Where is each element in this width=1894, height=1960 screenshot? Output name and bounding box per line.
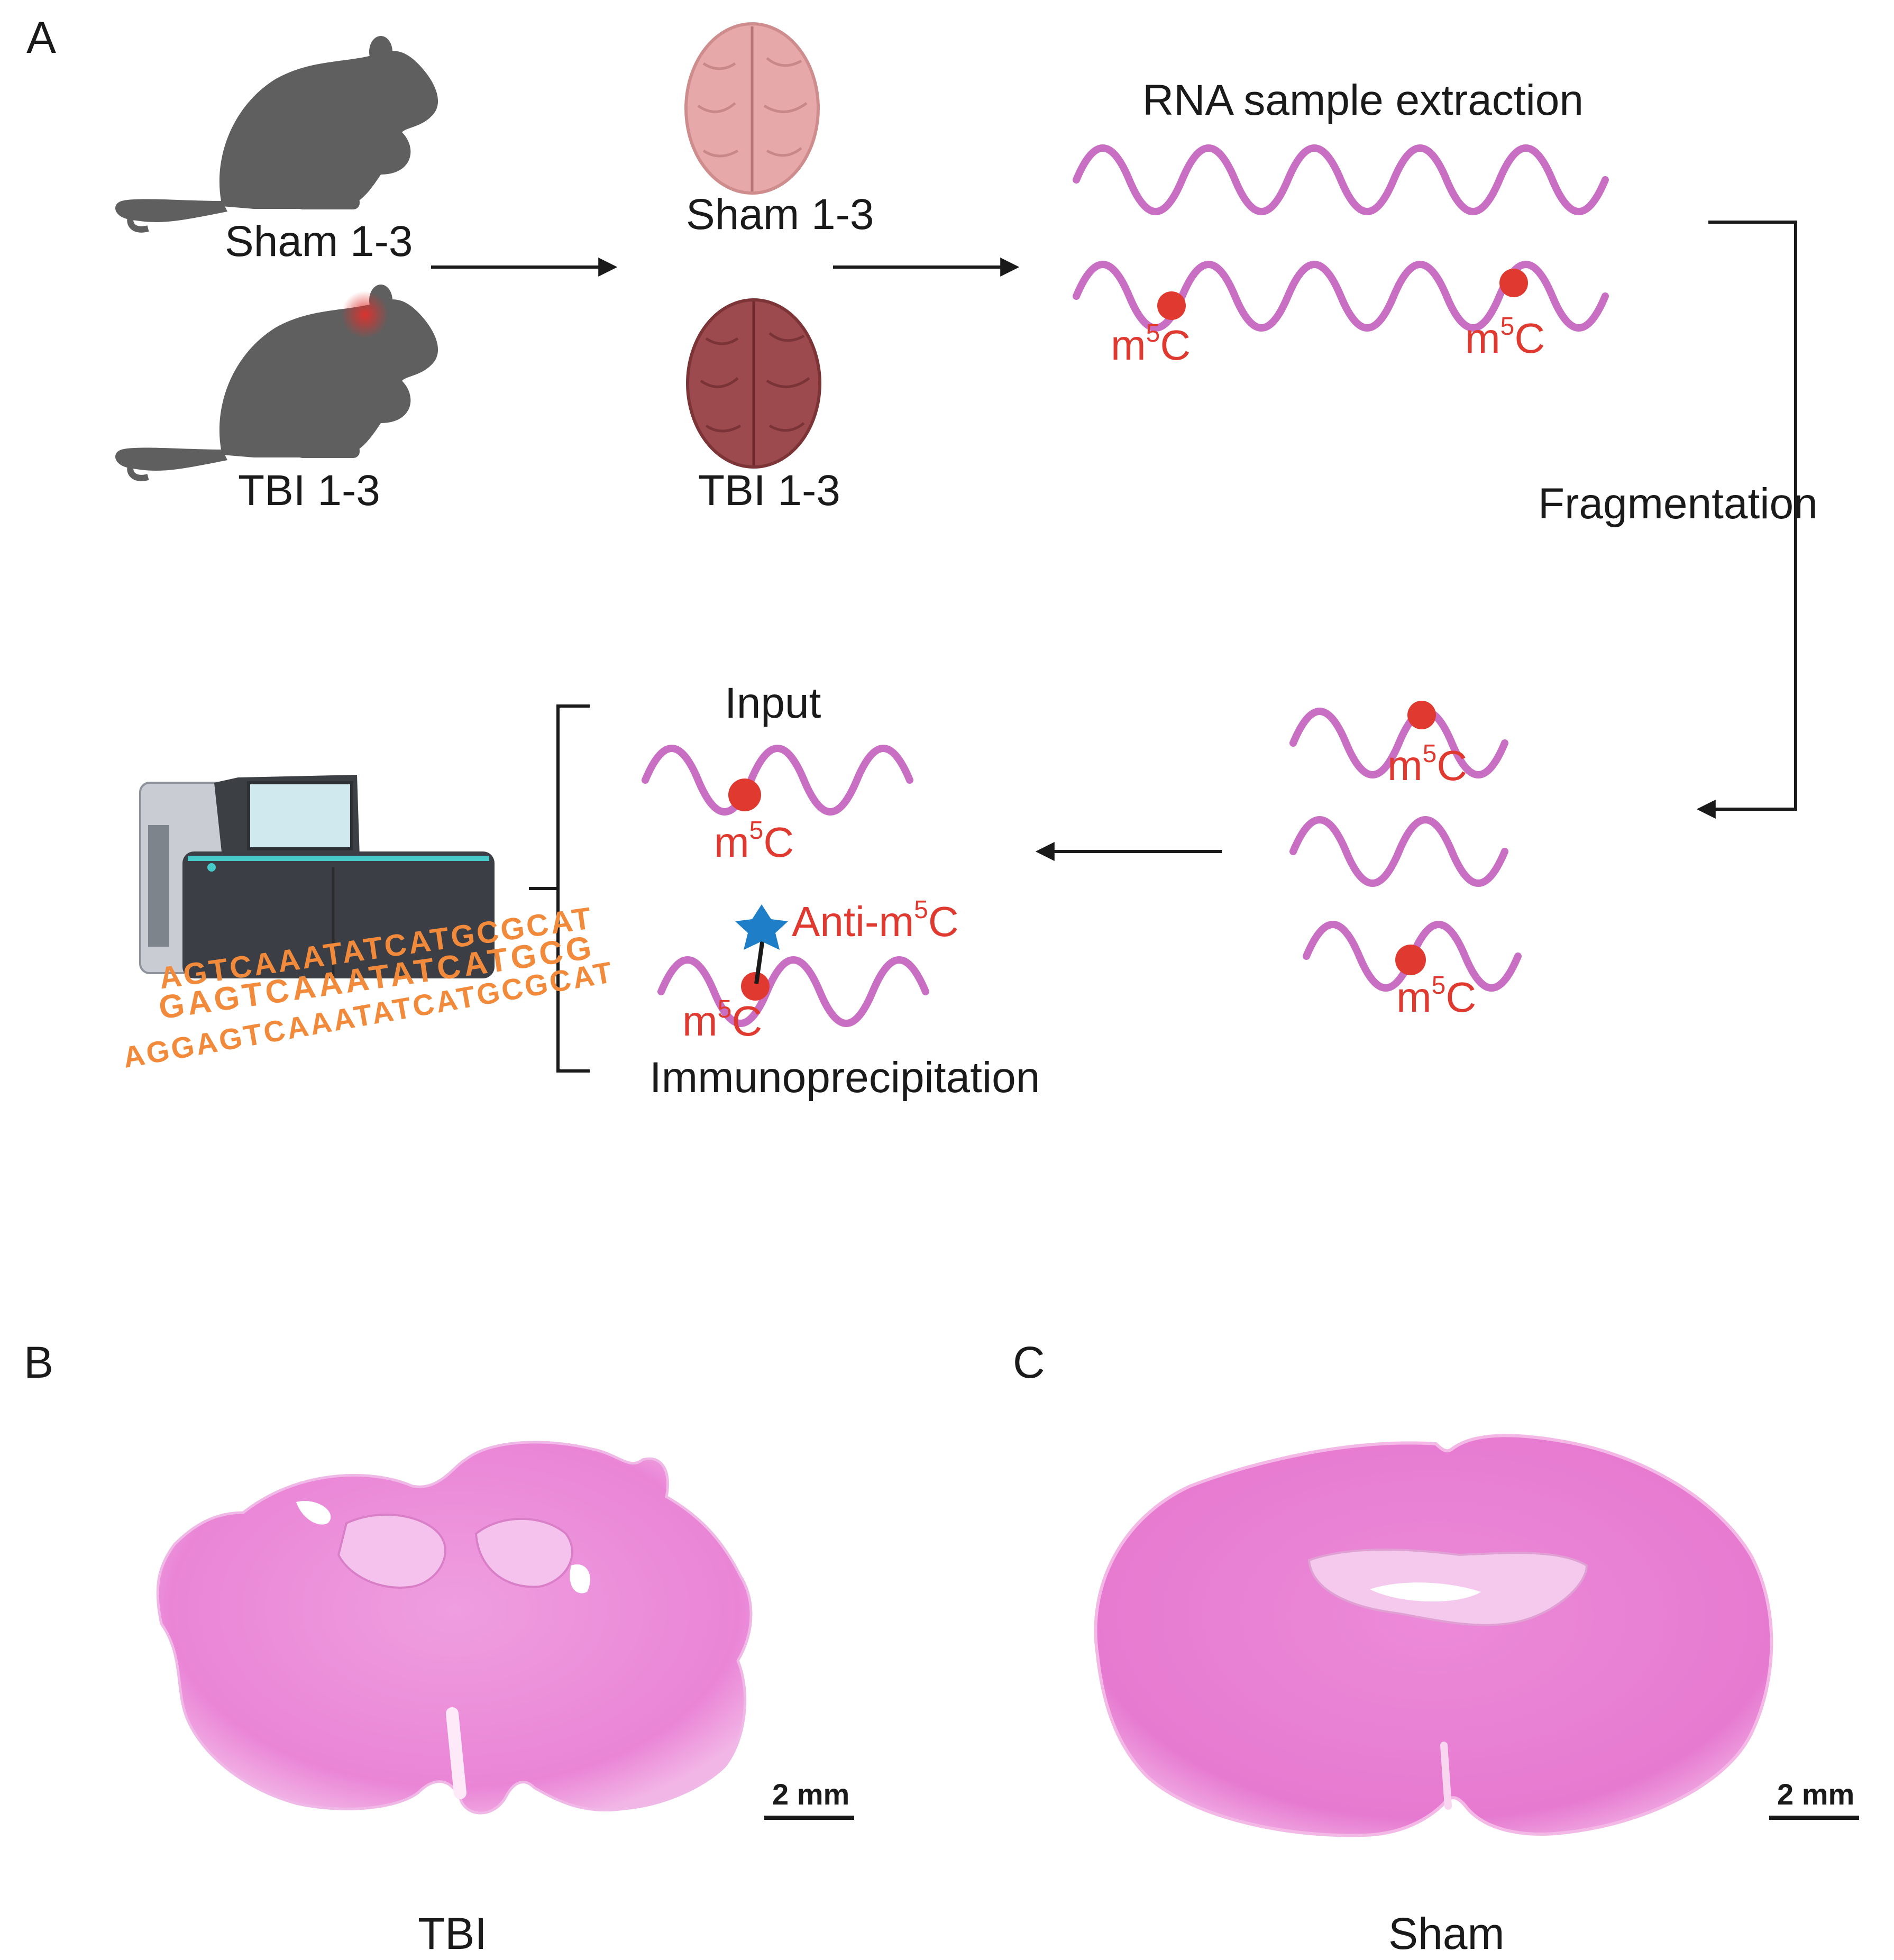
rna-strand-input	[642, 745, 913, 816]
methyl-label: m5C	[1465, 313, 1545, 362]
tissue-section-tbi	[156, 1441, 753, 1815]
mouse-label-sham: Sham 1-3	[225, 217, 413, 265]
step-label-input: Input	[725, 679, 821, 727]
panel-label-c: C	[1013, 1338, 1045, 1387]
rna-strand-unmodified	[1073, 144, 1609, 215]
arrow-fragmentation	[1696, 221, 1797, 819]
methyl-label: m5C	[1396, 972, 1476, 1021]
scale-bar-label-sham: 2 mm	[1777, 1778, 1854, 1811]
mouse-icon-sham	[115, 36, 438, 233]
antibody-star-icon	[735, 904, 788, 950]
methyl-label: m5C	[682, 995, 762, 1045]
injury-spot	[341, 291, 389, 338]
methyl-label: m5C	[1111, 319, 1191, 369]
methyl-label: m5C	[714, 817, 794, 866]
step-label-immunoprecipitation: Immunoprecipitation	[649, 1054, 1040, 1102]
step-label-extraction: RNA sample extraction	[1142, 76, 1584, 124]
brain-label-sham: Sham 1-3	[686, 190, 874, 239]
antibody-label: Anti-m5C	[792, 896, 959, 945]
methyl-dot	[741, 972, 770, 1001]
group-bracket	[529, 704, 590, 1073]
step-label-fragmentation: Fragmentation	[1538, 480, 1818, 528]
panel-label-a: A	[26, 13, 56, 62]
panel-label-b: B	[24, 1338, 53, 1387]
rna-strand-ip	[657, 956, 929, 1027]
methyl-dot	[1157, 291, 1186, 320]
scale-bar-sham: 2 mm	[1769, 1778, 1859, 1820]
antibody-linker	[754, 938, 765, 984]
methyl-dot	[728, 778, 761, 811]
methyl-dot	[1395, 945, 1426, 975]
mouse-label-tbi: TBI 1-3	[238, 466, 380, 515]
mouse-icon-tbi	[115, 285, 438, 481]
section-label-tbi: TBI	[418, 1909, 487, 1958]
rna-fragment	[1289, 708, 1508, 778]
methyl-label: m5C	[1387, 740, 1467, 789]
brain-label-tbi: TBI 1-3	[698, 466, 840, 515]
methyl-dot	[1499, 269, 1528, 297]
section-label-sham: Sham	[1388, 1909, 1504, 1958]
sequencer-icon	[139, 775, 495, 978]
rna-fragment	[1289, 816, 1508, 887]
brain-icon-tbi	[686, 298, 821, 469]
methyl-dot	[1407, 701, 1436, 729]
scale-bar-tbi: 2 mm	[764, 1778, 854, 1820]
brain-icon-sham	[684, 22, 820, 195]
scale-bar-label-tbi: 2 mm	[772, 1778, 849, 1811]
tissue-section-sham	[1094, 1434, 1773, 1837]
